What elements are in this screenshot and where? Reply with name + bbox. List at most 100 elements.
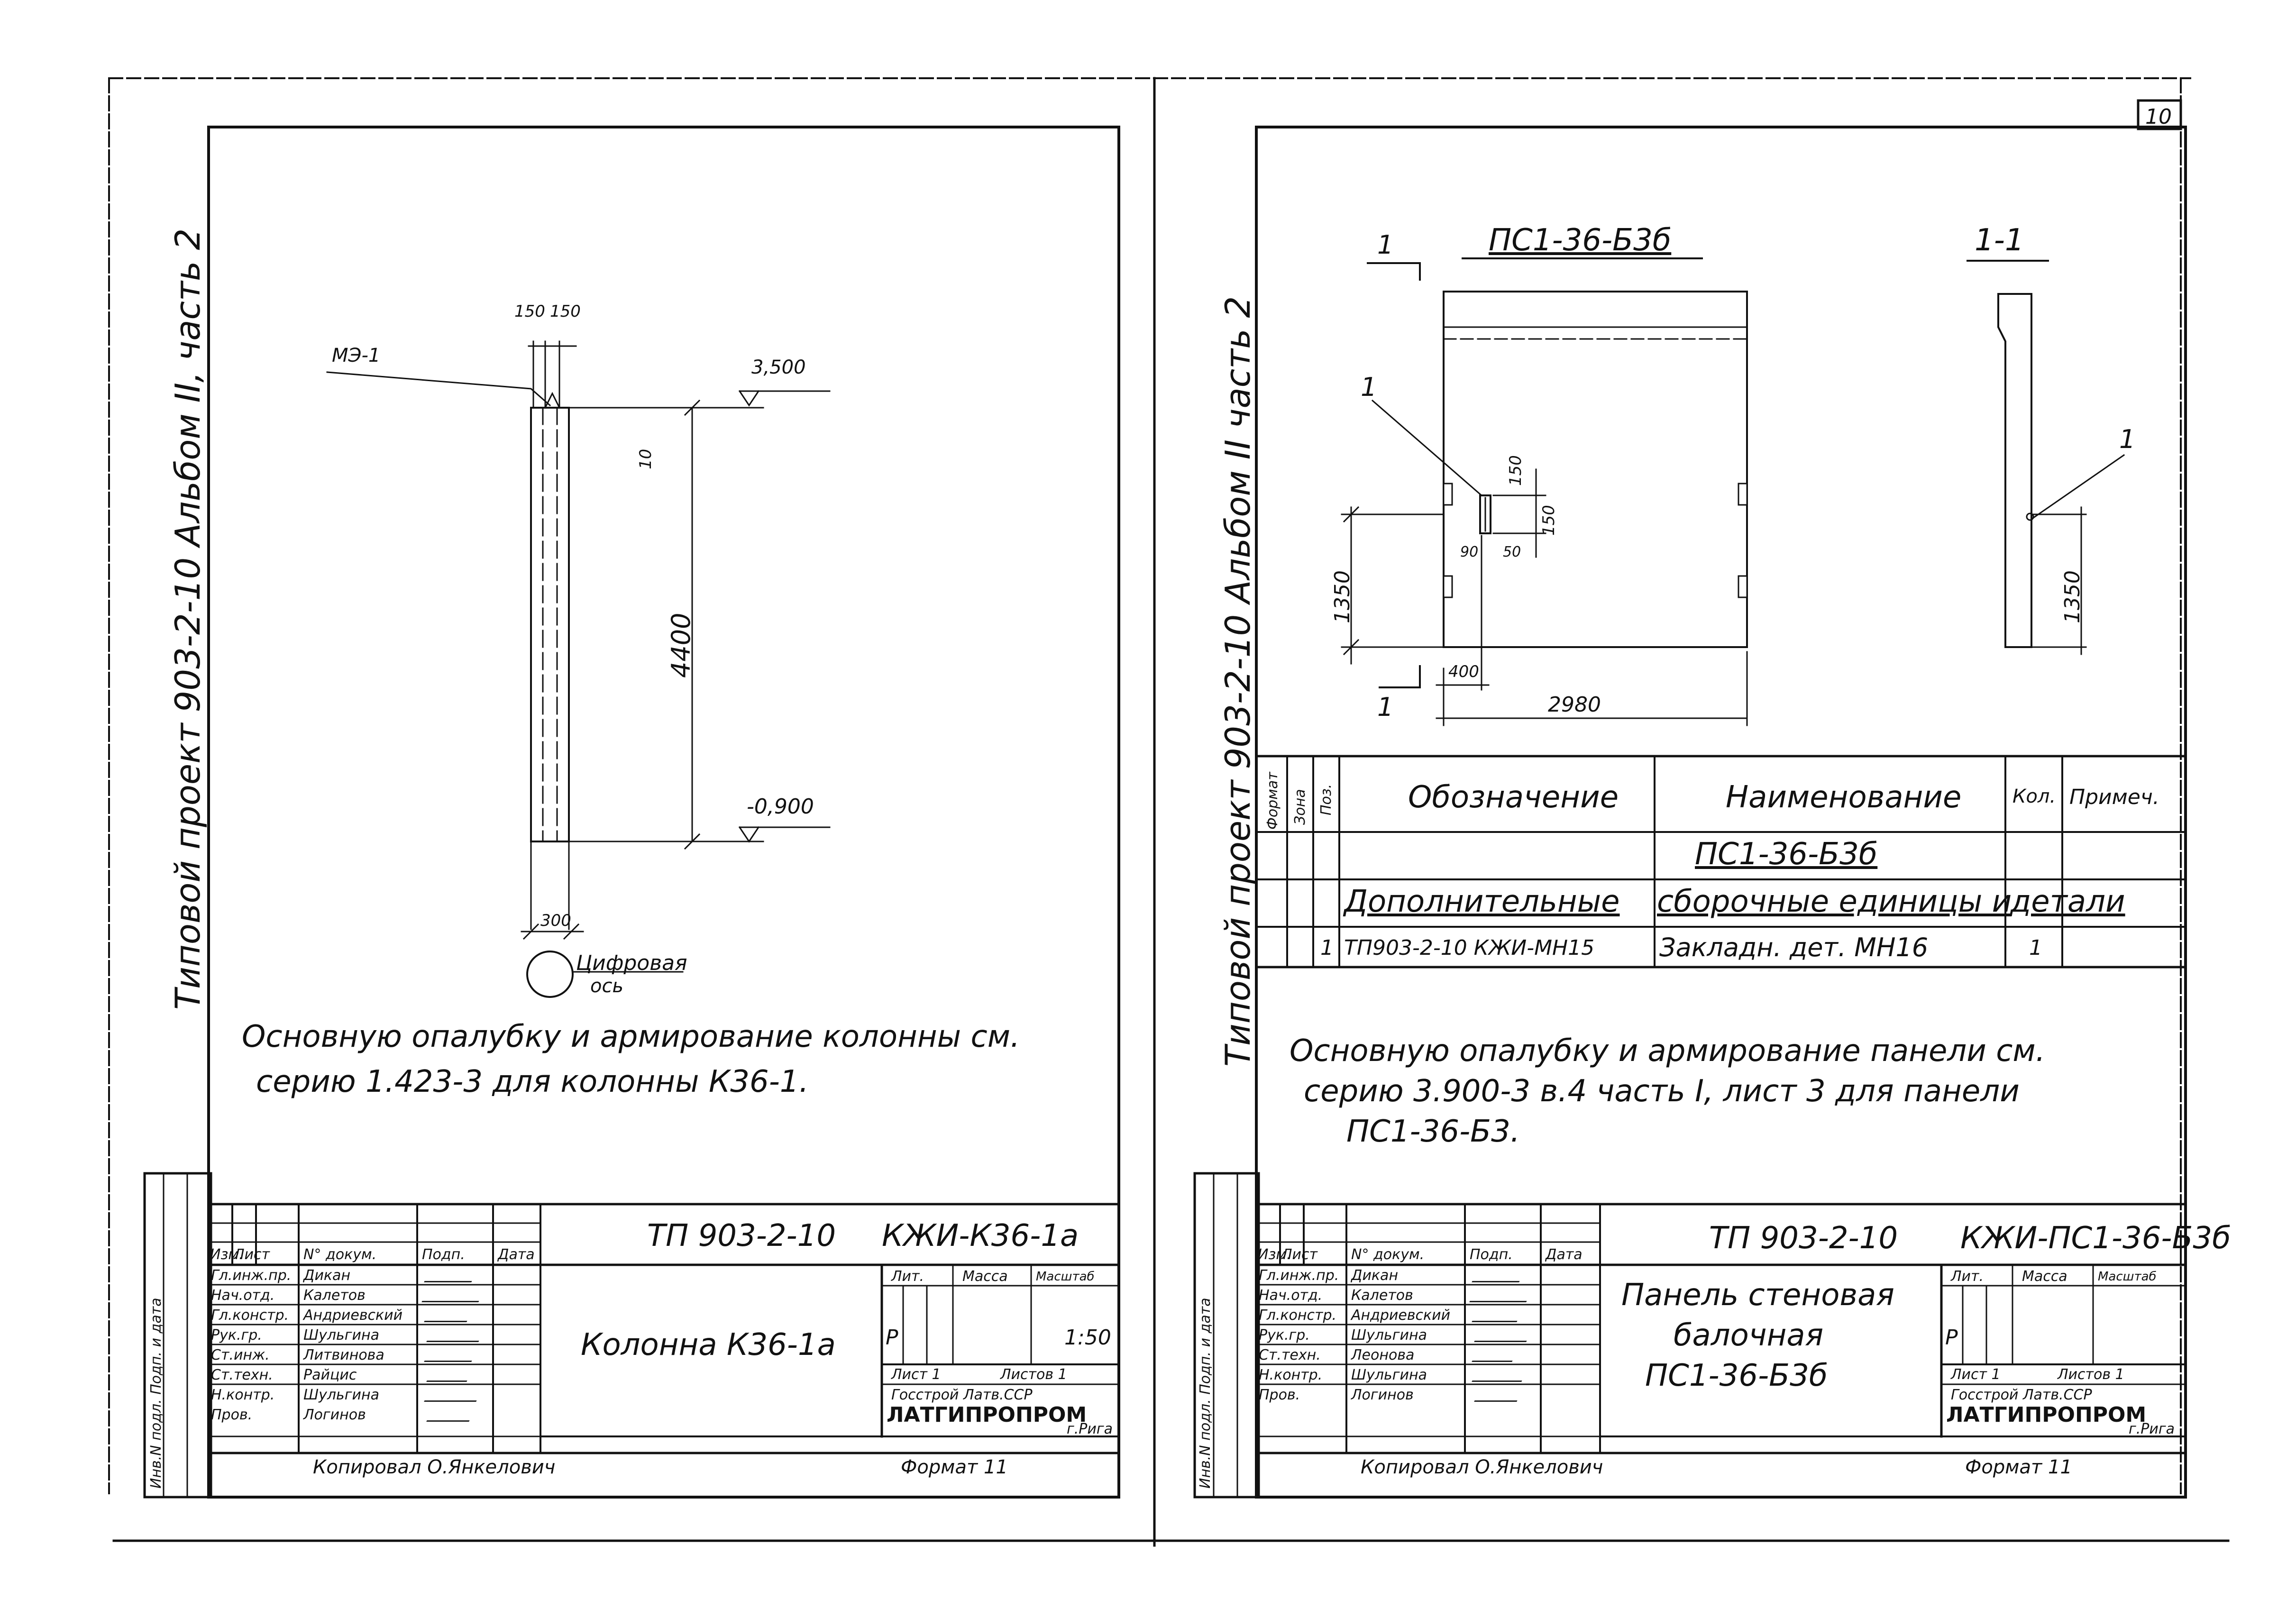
right-leader-1: 1: [1361, 372, 1377, 402]
left-dim-10: 10: [636, 448, 655, 469]
left-side-stamp: Инв.N подл. Подп. и дата: [148, 1298, 165, 1489]
right-note-line1: Основную опалубку и армирование панели с…: [1290, 1033, 2046, 1069]
right-name: Андриевский: [1351, 1307, 1451, 1324]
left-name: Калетов: [303, 1287, 366, 1304]
left-lit-label: Лит.: [891, 1268, 924, 1285]
signature-mark: [1474, 1390, 1522, 1402]
left-role: Гл.констр.: [211, 1307, 289, 1324]
left-dim-150-b: 150: [550, 302, 581, 321]
right-org: ЛАТГИПРОПРОМ: [1946, 1403, 2147, 1427]
right-section-label: 1-1: [1975, 223, 2024, 258]
right-format: Формат 11: [1965, 1456, 2072, 1478]
right-role: Гл.констр.: [1259, 1307, 1337, 1324]
right-lit-value: Р: [1945, 1325, 1958, 1350]
left-col-header: Изм.: [210, 1246, 244, 1263]
right-sheets-label: Листов 1: [2058, 1366, 2124, 1383]
left-name: Логинов: [303, 1407, 366, 1423]
right-dim-400: 400: [1448, 662, 1479, 681]
signature-mark: [1472, 1370, 1527, 1382]
left-role: Рук.гр.: [211, 1327, 262, 1344]
right-side-label: Типовой проект 903-2-10 Альбом II часть …: [1218, 296, 1258, 1067]
right-side-stamp: Инв.N подл. Подп. и дата: [1197, 1298, 1214, 1489]
spec-row2-a: Дополнительные: [1344, 884, 1620, 919]
right-city: г.Рига: [2129, 1421, 2175, 1437]
left-note-line2: серию 1.423-3 для колонны К36-1.: [256, 1064, 809, 1099]
left-mark-label: МЭ-1: [332, 345, 381, 366]
signature-mark: [426, 1370, 472, 1382]
right-col-header: Изм.: [1258, 1246, 1291, 1263]
signature-mark: [1472, 1350, 1518, 1362]
right-name: Шульгина: [1351, 1327, 1427, 1344]
left-scale-value: 1:50: [1064, 1325, 1111, 1350]
left-role: Пров.: [211, 1407, 253, 1423]
signature-mark: [1472, 1310, 1522, 1322]
left-name: Шульгина: [303, 1327, 379, 1344]
left-col-header: Подп.: [422, 1246, 465, 1263]
left-name: Андриевский: [303, 1307, 403, 1324]
right-dim-1350-right: 1350: [2060, 570, 2085, 623]
left-format: Формат 11: [901, 1456, 1008, 1478]
signature-mark: [424, 1271, 477, 1282]
left-lit-value: Р: [886, 1325, 898, 1350]
right-name: Леонова: [1351, 1347, 1415, 1363]
left-note-line1: Основную опалубку и армирование колонны …: [242, 1019, 1020, 1054]
right-panel-name: ПС1-36-Б3б: [1489, 223, 1672, 258]
left-sheets-label: Листов 1: [1000, 1366, 1067, 1383]
left-side-label: Типовой проект 903-2-10 Альбом II, часть…: [168, 228, 208, 1010]
spec-header-zone: Зона: [1292, 789, 1308, 825]
left-elev-bottom: -0,900: [747, 795, 814, 819]
right-role: Гл.инж.пр.: [1259, 1267, 1339, 1284]
page-number: 10: [2145, 105, 2172, 129]
left-mass-label: Масса: [962, 1268, 1008, 1285]
left-sheet-code: КЖИ-К36-1а: [882, 1218, 1079, 1253]
signature-mark: [426, 1410, 475, 1422]
right-copied: Копировал О.Янкелович: [1361, 1456, 1603, 1478]
left-sheet-label: Лист 1: [891, 1366, 941, 1383]
left-role: Ст.инж.: [211, 1347, 270, 1363]
left-col-header: Дата: [498, 1246, 535, 1263]
right-col-header: N° докум.: [1351, 1246, 1425, 1263]
left-dim-300: 300: [540, 911, 571, 930]
right-org-small: Госстрой Латв.ССР: [1951, 1387, 2092, 1403]
spec-header-name: Наименование: [1726, 780, 1962, 815]
left-axis-label-1: Цифровая: [576, 951, 687, 975]
right-doc-code: ТП 903-2-10: [1709, 1221, 1898, 1256]
right-dim-150-a: 150: [1506, 455, 1525, 486]
left-dim-150-a: 150: [514, 302, 545, 321]
right-note-line2: серию 3.900-3 в.4 часть I, лист 3 для па…: [1304, 1074, 2020, 1109]
right-cut-1: 1: [1377, 230, 1394, 260]
left-role: Гл.инж.пр.: [211, 1267, 292, 1284]
left-col-header: Лист: [234, 1246, 270, 1263]
right-dim-50: 50: [1503, 544, 1521, 560]
right-role: Н.контр.: [1259, 1367, 1323, 1383]
right-dim-1350-left: 1350: [1330, 570, 1354, 623]
spec-header-designation: Обозначение: [1408, 780, 1619, 815]
left-axis-label-2: ось: [590, 975, 624, 997]
signature-mark: [1472, 1271, 1525, 1282]
signature-mark: [424, 1390, 482, 1402]
left-name: Литвинова: [303, 1347, 384, 1363]
right-sheet-code: КЖИ-ПС1-36-Б3б: [1960, 1221, 2231, 1256]
spec-row1-name: ПС1-36-Б3б: [1695, 837, 1878, 872]
right-col-header: Дата: [1546, 1246, 1583, 1263]
spec-header-pos: Поз.: [1318, 784, 1335, 815]
right-col-header: Лист: [1281, 1246, 1318, 1263]
right-cut-2: 1: [1377, 692, 1394, 722]
right-title-2: балочная: [1674, 1318, 1824, 1353]
left-col-header: N° докум.: [303, 1246, 377, 1263]
right-leader-2: 1: [2119, 424, 2136, 454]
spec-row3-pos: 1: [1320, 936, 1334, 960]
spec-row3-name: Закладн. дет. МН16: [1659, 932, 1929, 962]
signature-mark: [421, 1290, 484, 1302]
spec-header-qty: Кол.: [2012, 786, 2056, 807]
signature-mark: [426, 1330, 484, 1342]
signature-mark: [424, 1310, 472, 1322]
right-dim-90: 90: [1460, 544, 1479, 560]
right-role: Рук.гр.: [1259, 1327, 1310, 1344]
left-dim-4400: 4400: [666, 612, 696, 678]
left-role: Н.контр.: [211, 1387, 275, 1403]
right-name: Шульгина: [1351, 1367, 1427, 1383]
spec-header-note: Примеч.: [2069, 785, 2159, 809]
